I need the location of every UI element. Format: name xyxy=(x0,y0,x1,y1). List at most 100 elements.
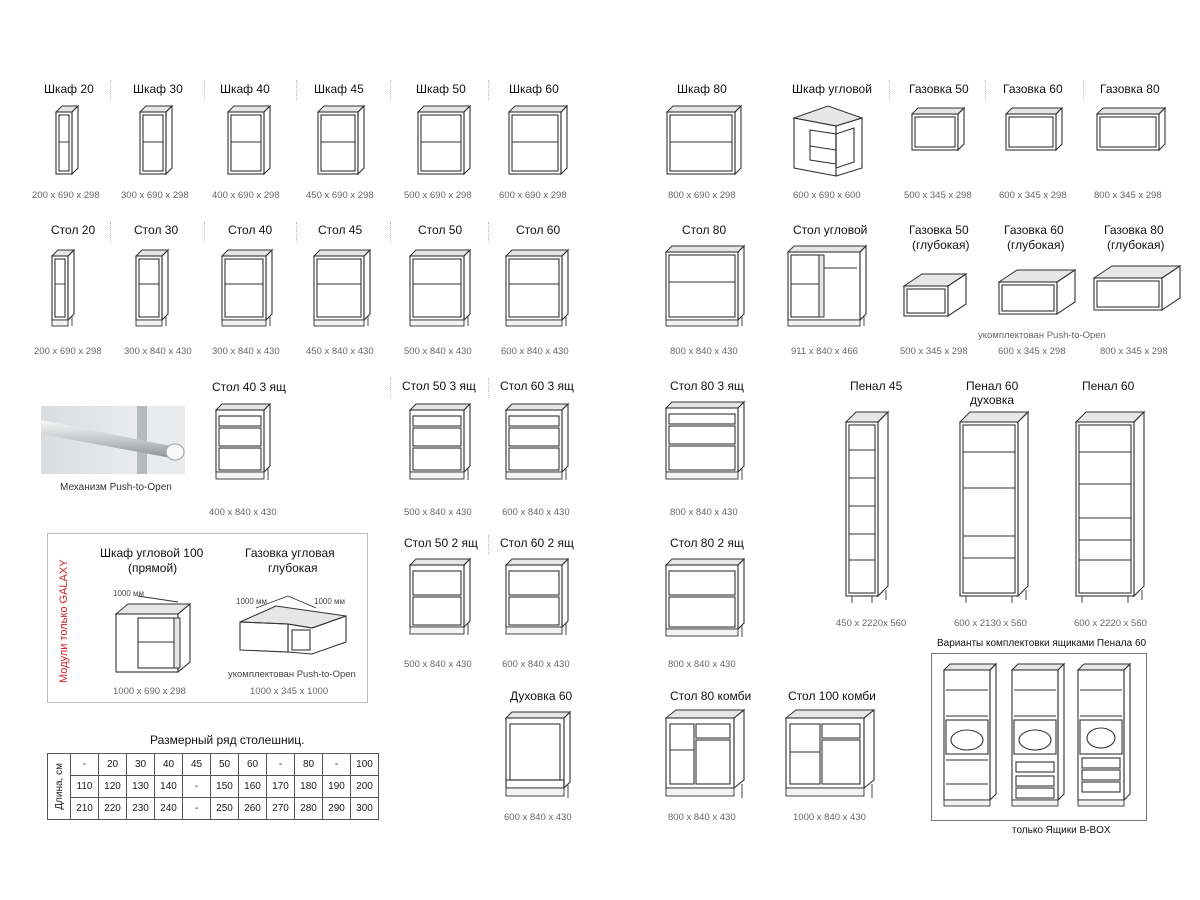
drawer-cabinet-drawing xyxy=(214,402,272,480)
deep-gas-subtitle: (глубокая) xyxy=(912,238,970,252)
table-cell: 45 xyxy=(182,753,211,776)
deep-gas-title: Газовка 50 xyxy=(909,223,969,237)
divider xyxy=(488,222,489,242)
base-cabinet-title: Стол 80 xyxy=(682,223,727,237)
wall-cabinet-drawing xyxy=(54,104,80,176)
deep-gas-subtitle: (глубокая) xyxy=(1107,238,1165,252)
wall-cabinet-title: Шкаф угловой xyxy=(792,82,872,96)
table-cell: 170 xyxy=(266,775,295,798)
oven-title: Духовка 60 xyxy=(510,689,573,703)
divider xyxy=(204,80,205,100)
table-cell: 30 xyxy=(126,753,155,776)
table-cell: 230 xyxy=(126,797,155,820)
dimension-label: 800 x 345 x 298 xyxy=(1094,190,1162,201)
dimension-label: 300 x 840 x 430 xyxy=(124,346,192,357)
table-cell: 130 xyxy=(126,775,155,798)
drawer-cabinet-drawing xyxy=(408,402,472,480)
dimension-label: 1000 x 690 x 298 xyxy=(113,686,186,697)
base-cabinet-drawing xyxy=(134,248,170,327)
divider xyxy=(296,222,297,242)
table-row: Длина, см - 20 30 40 45 50 60 - 80 - 100 xyxy=(47,753,379,820)
combi-title: Стол 80 комби xyxy=(670,689,752,703)
table-cell: 150 xyxy=(210,775,239,798)
table-cell: 50 xyxy=(210,753,239,776)
dimension-label: 500 x 840 x 430 xyxy=(404,507,472,518)
galaxy-corner-subtitle: (прямой) xyxy=(128,561,178,575)
tall-cabinet-drawing xyxy=(1074,410,1146,603)
dimension-label: 450 x 2220x 560 xyxy=(836,618,907,629)
base-cabinet-title: Стол 45 xyxy=(318,223,363,237)
divider xyxy=(488,535,489,555)
divider xyxy=(985,80,986,100)
base-cabinet-title: Стол угловой xyxy=(793,223,868,237)
divider xyxy=(390,222,391,242)
dimension-label: 600 x 840 x 430 xyxy=(501,346,569,357)
tall-cabinet-subtitle: духовка xyxy=(970,393,1015,407)
base-cabinet-title: Стол 20 xyxy=(51,223,96,237)
length-label: Длина, см xyxy=(53,763,65,810)
galaxy-side-label: Модули только GALAXY xyxy=(58,559,70,683)
wall-cabinet-drawing xyxy=(138,104,174,176)
table-cell: 290 xyxy=(322,797,351,820)
dimension-label: 600 x 345 x 298 xyxy=(999,190,1067,201)
table-cell: 280 xyxy=(294,797,323,820)
dimension-label: 911 x 840 x 466 xyxy=(791,346,858,357)
tall-cabinet-title: Пенал 45 xyxy=(850,379,903,393)
countertops-table: Длина, см - 20 30 40 45 50 60 - 80 - 100… xyxy=(47,753,379,820)
dimension-label: 800 x 840 x 430 xyxy=(670,346,738,357)
galaxy-gas-subtitle: глубокая xyxy=(268,561,318,575)
drawer-cabinet-title: Стол 50 3 ящ xyxy=(402,379,476,393)
table-cell: 120 xyxy=(98,775,127,798)
galaxy-gas-note: укомплектован Push-to-Open xyxy=(228,669,356,680)
table-cell: 200 xyxy=(350,775,379,798)
divider xyxy=(110,80,111,100)
wall-cabinet-title: Шкаф 50 xyxy=(416,82,466,96)
gas-cabinet-drawing xyxy=(1004,106,1064,152)
divider xyxy=(889,80,890,100)
wall-cabinet-drawing xyxy=(416,104,472,176)
table-cell: - xyxy=(182,797,211,820)
base-cabinet-drawing xyxy=(408,248,472,327)
table-cell: 190 xyxy=(322,775,351,798)
mechanism-caption: Механизм Push-to-Open xyxy=(60,482,172,493)
table-cell: - xyxy=(322,753,351,776)
base-cabinet-drawing xyxy=(664,244,746,327)
dimension-label: 800 x 840 x 430 xyxy=(670,507,738,518)
table-cell: - xyxy=(70,753,99,776)
oven-cabinet-drawing xyxy=(504,710,572,798)
push-to-open-photo xyxy=(41,406,185,474)
dimension-label: 600 x 2220 x 560 xyxy=(1074,618,1147,629)
divider xyxy=(1083,80,1084,100)
wall-cabinet-title: Газовка 50 xyxy=(909,82,969,96)
table-cell: 100 xyxy=(350,753,379,776)
table-cell: 160 xyxy=(238,775,267,798)
table-cell: 300 xyxy=(350,797,379,820)
base-cabinet-drawing xyxy=(504,248,570,327)
divider xyxy=(296,80,297,100)
drawer-cabinet-title: Стол 40 3 ящ xyxy=(212,380,286,394)
gas-cabinet-drawing xyxy=(910,106,966,152)
table-cell: 140 xyxy=(154,775,183,798)
base-cabinet-title: Стол 40 xyxy=(228,223,273,237)
dimension-label: 400 x 840 x 430 xyxy=(209,507,277,518)
dimension-label: 800 x 690 x 298 xyxy=(668,190,736,201)
variants-box xyxy=(931,653,1147,821)
wall-cabinet-title: Шкаф 80 xyxy=(677,82,727,96)
push-to-open-note: укомплектован Push-to-Open xyxy=(978,330,1106,341)
deep-gas-drawing xyxy=(1092,264,1182,312)
galaxy-gas-mm-left: 1000 мм xyxy=(236,597,268,606)
dimension-label: 500 x 345 x 298 xyxy=(904,190,972,201)
table-cell: 260 xyxy=(238,797,267,820)
corner-base-cabinet-drawing xyxy=(786,244,868,327)
dimension-label: 500 x 840 x 430 xyxy=(404,659,472,670)
base-cabinet-title: Стол 60 xyxy=(516,223,561,237)
table-cell: 180 xyxy=(294,775,323,798)
table-cell: 60 xyxy=(238,753,267,776)
wall-cabinet-title: Шкаф 30 xyxy=(133,82,183,96)
table-cell: 110 xyxy=(70,775,99,798)
dimension-label: 600 x 840 x 430 xyxy=(502,659,570,670)
dimension-label: 200 x 690 x 298 xyxy=(34,346,102,357)
wall-cabinet-title: Газовка 60 xyxy=(1003,82,1063,96)
dimension-label: 600 x 345 x 298 xyxy=(998,346,1066,357)
drawer-cabinet-drawing xyxy=(408,557,472,635)
